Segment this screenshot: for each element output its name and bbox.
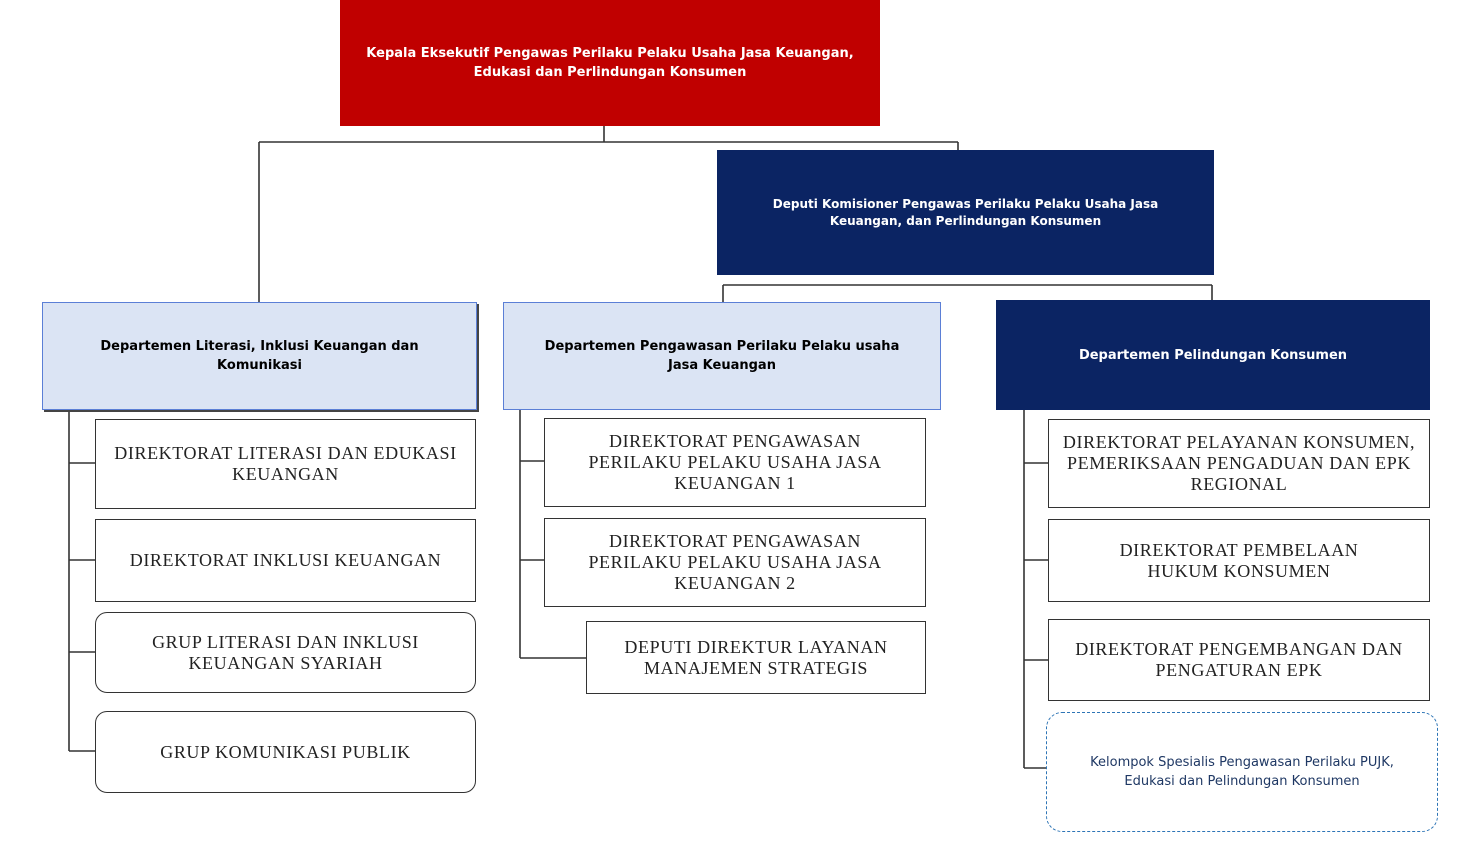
unit-epk-development-directorate: DIREKTORAT PENGEMBANGAN DAN PENGATURAN E…: [1048, 619, 1430, 701]
deputy-commissioner-box: Deputi Komisioner Pengawas Perilaku Pela…: [717, 150, 1214, 275]
unit-label: DIREKTORAT PENGAWASAN PERILAKU PELAKU US…: [588, 531, 882, 593]
unit-supervision-directorate-2: DIREKTORAT PENGAWASAN PERILAKU PELAKU US…: [544, 518, 926, 607]
unit-label: GRUP LITERASI DAN INKLUSI KEUANGAN SYARI…: [152, 631, 419, 673]
unit-label: DIREKTORAT PENGEMBANGAN DAN PENGATURAN E…: [1075, 639, 1403, 680]
unit-consumer-service-directorate: DIREKTORAT PELAYANAN KONSUMEN, PEMERIKSA…: [1048, 419, 1430, 508]
unit-label: DIREKTORAT PELAYANAN KONSUMEN, PEMERIKSA…: [1062, 432, 1416, 494]
unit-label: GRUP KOMUNIKASI PUBLIK: [160, 741, 411, 762]
chief-executive-box: Kepala Eksekutif Pengawas Perilaku Pelak…: [340, 0, 880, 126]
unit-label: Kelompok Spesialis Pengawasan Perilaku P…: [1090, 755, 1394, 789]
department-consumer-protection-box: Departemen Pelindungan Konsumen: [996, 300, 1430, 410]
unit-label: DIREKTORAT PENGAWASAN PERILAKU PELAKU US…: [588, 431, 882, 493]
unit-financial-inclusion-directorate: DIREKTORAT INKLUSI KEUANGAN: [95, 519, 476, 602]
department-supervision-box: Departemen Pengawasan Perilaku Pelaku us…: [503, 302, 941, 410]
unit-public-communication-group: GRUP KOMUNIKASI PUBLIK: [95, 711, 476, 793]
department-supervision-label: Departemen Pengawasan Perilaku Pelaku us…: [544, 339, 900, 373]
unit-strategic-management-deputy-director: DEPUTI DIREKTUR LAYANAN MANAJEMEN STRATE…: [586, 621, 926, 694]
unit-label: DIREKTORAT INKLUSI KEUANGAN: [129, 550, 442, 570]
unit-consumer-legal-defense-directorate: DIREKTORAT PEMBELAAN HUKUM KONSUMEN: [1048, 519, 1430, 602]
unit-specialist-group: Kelompok Spesialis Pengawasan Perilaku P…: [1046, 712, 1438, 832]
deputy-commissioner-label: Deputi Komisioner Pengawas Perilaku Pela…: [772, 196, 1159, 228]
department-literacy-box: Departemen Literasi, Inklusi Keuangan da…: [42, 302, 477, 410]
unit-label: DEPUTI DIREKTUR LAYANAN MANAJEMEN STRATE…: [624, 636, 888, 678]
unit-label: DIREKTORAT PEMBELAAN HUKUM KONSUMEN: [1119, 539, 1359, 581]
chief-executive-label: Kepala Eksekutif Pengawas Perilaku Pelak…: [366, 46, 854, 80]
department-literacy-label: Departemen Literasi, Inklusi Keuangan da…: [100, 339, 419, 373]
unit-sharia-literacy-group: GRUP LITERASI DAN INKLUSI KEUANGAN SYARI…: [95, 612, 476, 693]
department-consumer-protection-label: Departemen Pelindungan Konsumen: [1078, 347, 1348, 363]
unit-label: DIREKTORAT LITERASI DAN EDUKASI KEUANGAN: [114, 443, 457, 484]
unit-literacy-education-directorate: DIREKTORAT LITERASI DAN EDUKASI KEUANGAN: [95, 419, 476, 509]
unit-supervision-directorate-1: DIREKTORAT PENGAWASAN PERILAKU PELAKU US…: [544, 418, 926, 507]
